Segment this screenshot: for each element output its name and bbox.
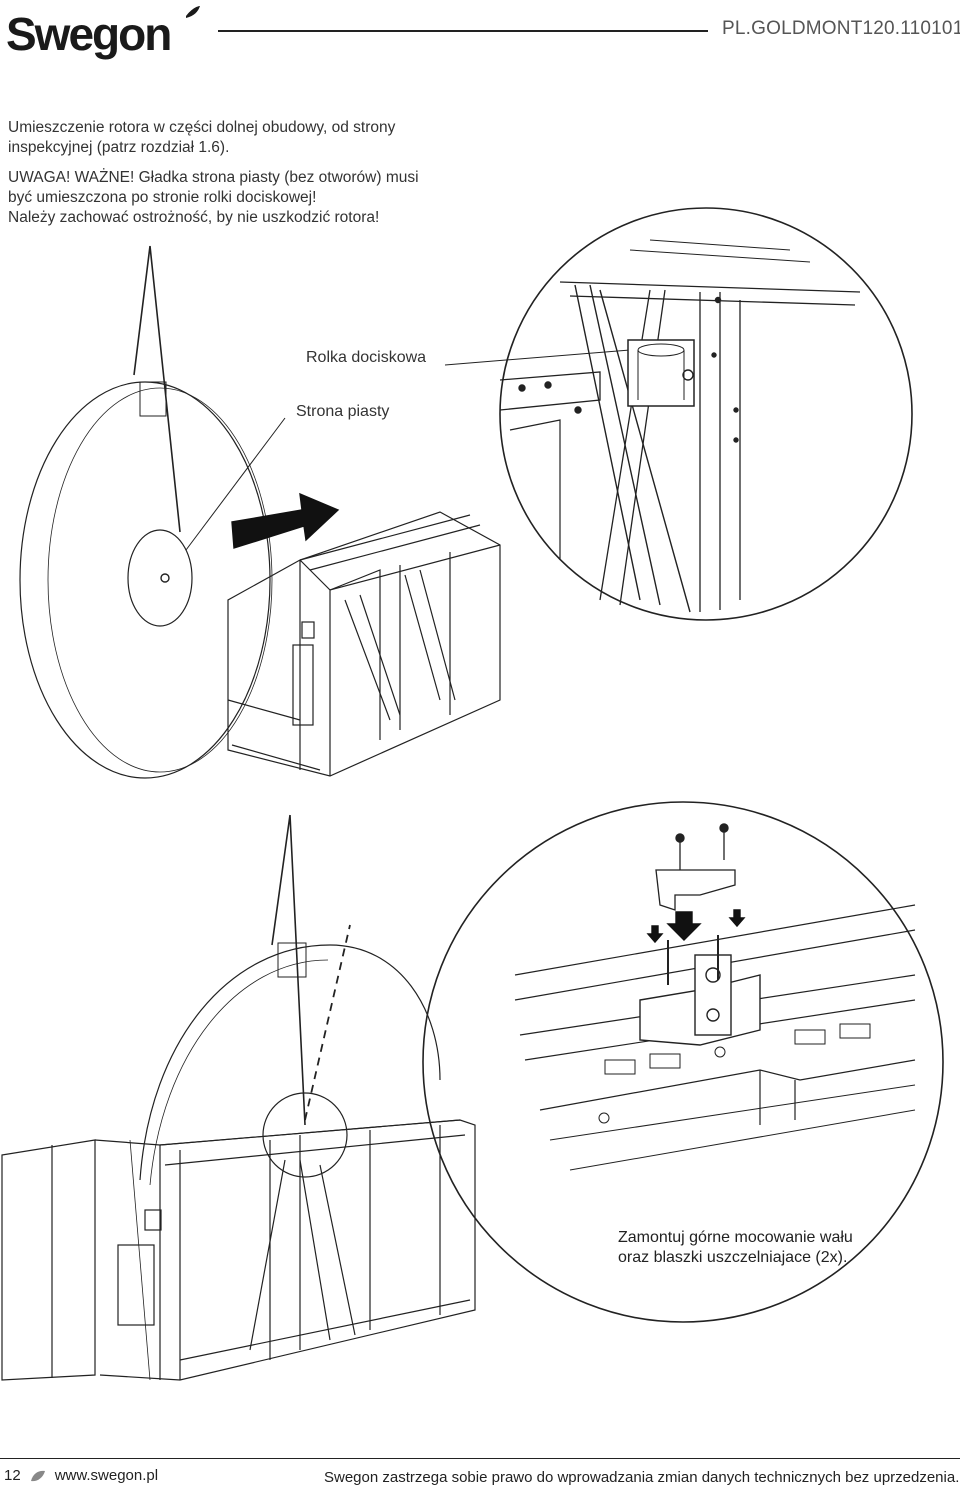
warning-line: być umieszczona po stronie rolki docisko…: [8, 189, 317, 206]
website-link[interactable]: www.swegon.pl: [54, 1467, 159, 1484]
rotor-disc: [139, 944, 441, 1181]
sealing-plate: [655, 869, 736, 911]
down-arrow: [666, 911, 702, 941]
mounting-detail-circle: [422, 801, 944, 1323]
footer-left: 12 www.swegon.pl: [4, 1467, 158, 1484]
footer-disclaimer: Swegon zastrzega sobie prawo do wprowadz…: [324, 1469, 960, 1486]
bolt: [679, 828, 725, 870]
rotor-insertion-figure: [19, 207, 913, 779]
warning-line: UWAGA! WAŻNE! Gładka strona piasty (bez …: [8, 169, 419, 186]
caption-line: Zamontuj górne mocowanie wału: [618, 1229, 853, 1246]
detail-leader: [304, 924, 351, 1121]
page-number: 12: [4, 1467, 21, 1484]
pointer-lines: [133, 245, 181, 533]
down-arrow: [646, 925, 664, 944]
housing-frame: [227, 511, 501, 777]
hub-side-label: Strona piasty: [296, 403, 390, 420]
intro-text: Umieszczenie rotora w części dolnej obud…: [8, 118, 568, 228]
intro-line: Umieszczenie rotora w części dolnej obud…: [8, 119, 396, 136]
caption-line: oraz blaszki uszczelniajace (2x).: [618, 1249, 848, 1266]
hub-leader: [185, 417, 286, 551]
figure-caption: Zamontuj górne mocowanie wału oraz blasz…: [618, 1228, 918, 1268]
swegon-logo: Swegon: [6, 6, 200, 60]
roller-detail-circle: [499, 207, 913, 621]
pointer-lines: [271, 814, 306, 1126]
rotor-disc: [19, 381, 271, 779]
roller-leader: [444, 349, 631, 366]
housing-frame: [1, 1119, 476, 1381]
footer-rule: [0, 1458, 960, 1459]
down-arrow: [728, 909, 746, 928]
roller-label: Rolka dociskowa: [306, 349, 427, 366]
header-rule: [218, 30, 708, 32]
svg-text:Swegon: Swegon: [6, 8, 170, 60]
shaft-mounting-figure: [1, 801, 944, 1381]
leaf-icon: [30, 1470, 45, 1481]
intro-line: inspekcyjnej (patrz rozdział 1.6).: [8, 139, 230, 156]
document-code: PL.GOLDMONT120.110101: [722, 18, 960, 39]
rotor-hub: [127, 529, 193, 627]
insertion-arrow: [231, 492, 340, 549]
rotor-disc-rim: [47, 387, 273, 773]
warning-line: Należy zachować ostrożność, by nie uszko…: [8, 209, 380, 226]
